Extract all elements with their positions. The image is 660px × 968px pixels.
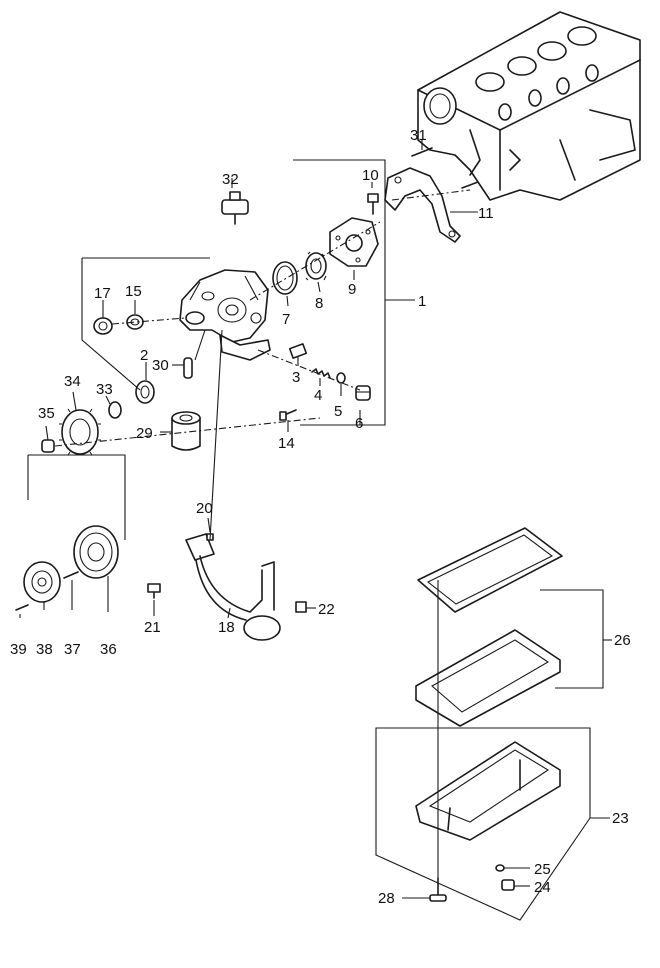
part-22-bolt [295, 601, 307, 613]
label-20: 20 [196, 500, 213, 517]
label-15: 15 [125, 283, 142, 300]
label-8: 8 [315, 295, 323, 312]
label-9: 9 [348, 281, 356, 298]
callout-lines [19, 140, 612, 921]
label-1: 1 [418, 293, 426, 310]
label-14: 14 [278, 435, 295, 452]
part-4-relief-spring [311, 368, 331, 379]
part-26-baffle-plate [415, 629, 561, 727]
part-35-collar [41, 439, 55, 453]
part-39-bolt [15, 604, 29, 611]
part-number-labels: 1 2 3 4 5 6 7 8 9 10 11 14 15 17 18 20 2… [10, 127, 631, 907]
part-28-bolt [429, 877, 447, 902]
label-29: 29 [136, 425, 153, 442]
label-35: 35 [38, 405, 55, 422]
part-25-gasket [495, 864, 505, 872]
label-39: 39 [10, 641, 27, 658]
label-6: 6 [355, 415, 363, 432]
label-30: 30 [152, 357, 169, 374]
part-37-bolt [63, 571, 79, 579]
part-32-pressure-switch [221, 191, 249, 225]
part-23-oil-pan [415, 741, 561, 841]
oil-pump-housing [179, 269, 271, 361]
label-21: 21 [144, 619, 161, 636]
label-3: 3 [292, 369, 300, 386]
label-24: 24 [534, 879, 551, 896]
part-36-crank-pulley [73, 525, 119, 579]
part-17-seal [93, 317, 113, 335]
part-38-pulley [23, 561, 61, 603]
part-24-drain-plug [501, 879, 515, 891]
label-11: 11 [478, 205, 494, 222]
label-28: 28 [378, 890, 395, 907]
label-33: 33 [96, 381, 113, 398]
part-14-bolt [279, 409, 297, 421]
part-26-gasket [417, 527, 563, 613]
part-3-relief-plunger [288, 343, 308, 359]
part-15-seal [126, 314, 144, 330]
part-34-sprocket [59, 408, 101, 456]
label-34: 34 [64, 373, 81, 390]
label-31: 31 [410, 127, 427, 144]
part-33-key [108, 401, 122, 419]
label-26: 26 [614, 632, 631, 649]
part-6-plug [355, 385, 371, 401]
label-10: 10 [362, 167, 379, 184]
label-36: 36 [100, 641, 117, 658]
part-10-bolt [367, 193, 379, 215]
part-2-oil-seal [135, 380, 155, 404]
label-23: 23 [612, 810, 629, 827]
label-37: 37 [64, 641, 81, 658]
part-5-washer [336, 372, 346, 384]
label-38: 38 [36, 641, 53, 658]
part-31-dowel-pins [411, 147, 479, 189]
part-30-pipe [183, 357, 193, 379]
part-18-oil-strainer [185, 533, 281, 641]
label-18: 18 [218, 619, 235, 636]
label-22: 22 [318, 601, 335, 618]
label-5: 5 [334, 403, 342, 420]
label-2: 2 [140, 347, 148, 364]
label-17: 17 [94, 285, 111, 302]
part-9-pump-cover [329, 217, 379, 267]
part-7-outer-rotor [272, 261, 298, 295]
part-11-seal-plate [384, 167, 461, 243]
cylinder-block [417, 11, 641, 201]
part-21-bolt [147, 583, 161, 599]
label-7: 7 [282, 311, 290, 328]
label-25: 25 [534, 861, 551, 878]
part-29-oil-filter [171, 411, 201, 451]
label-4: 4 [314, 387, 322, 404]
label-32: 32 [222, 171, 239, 188]
part-8-inner-gear [305, 251, 327, 281]
